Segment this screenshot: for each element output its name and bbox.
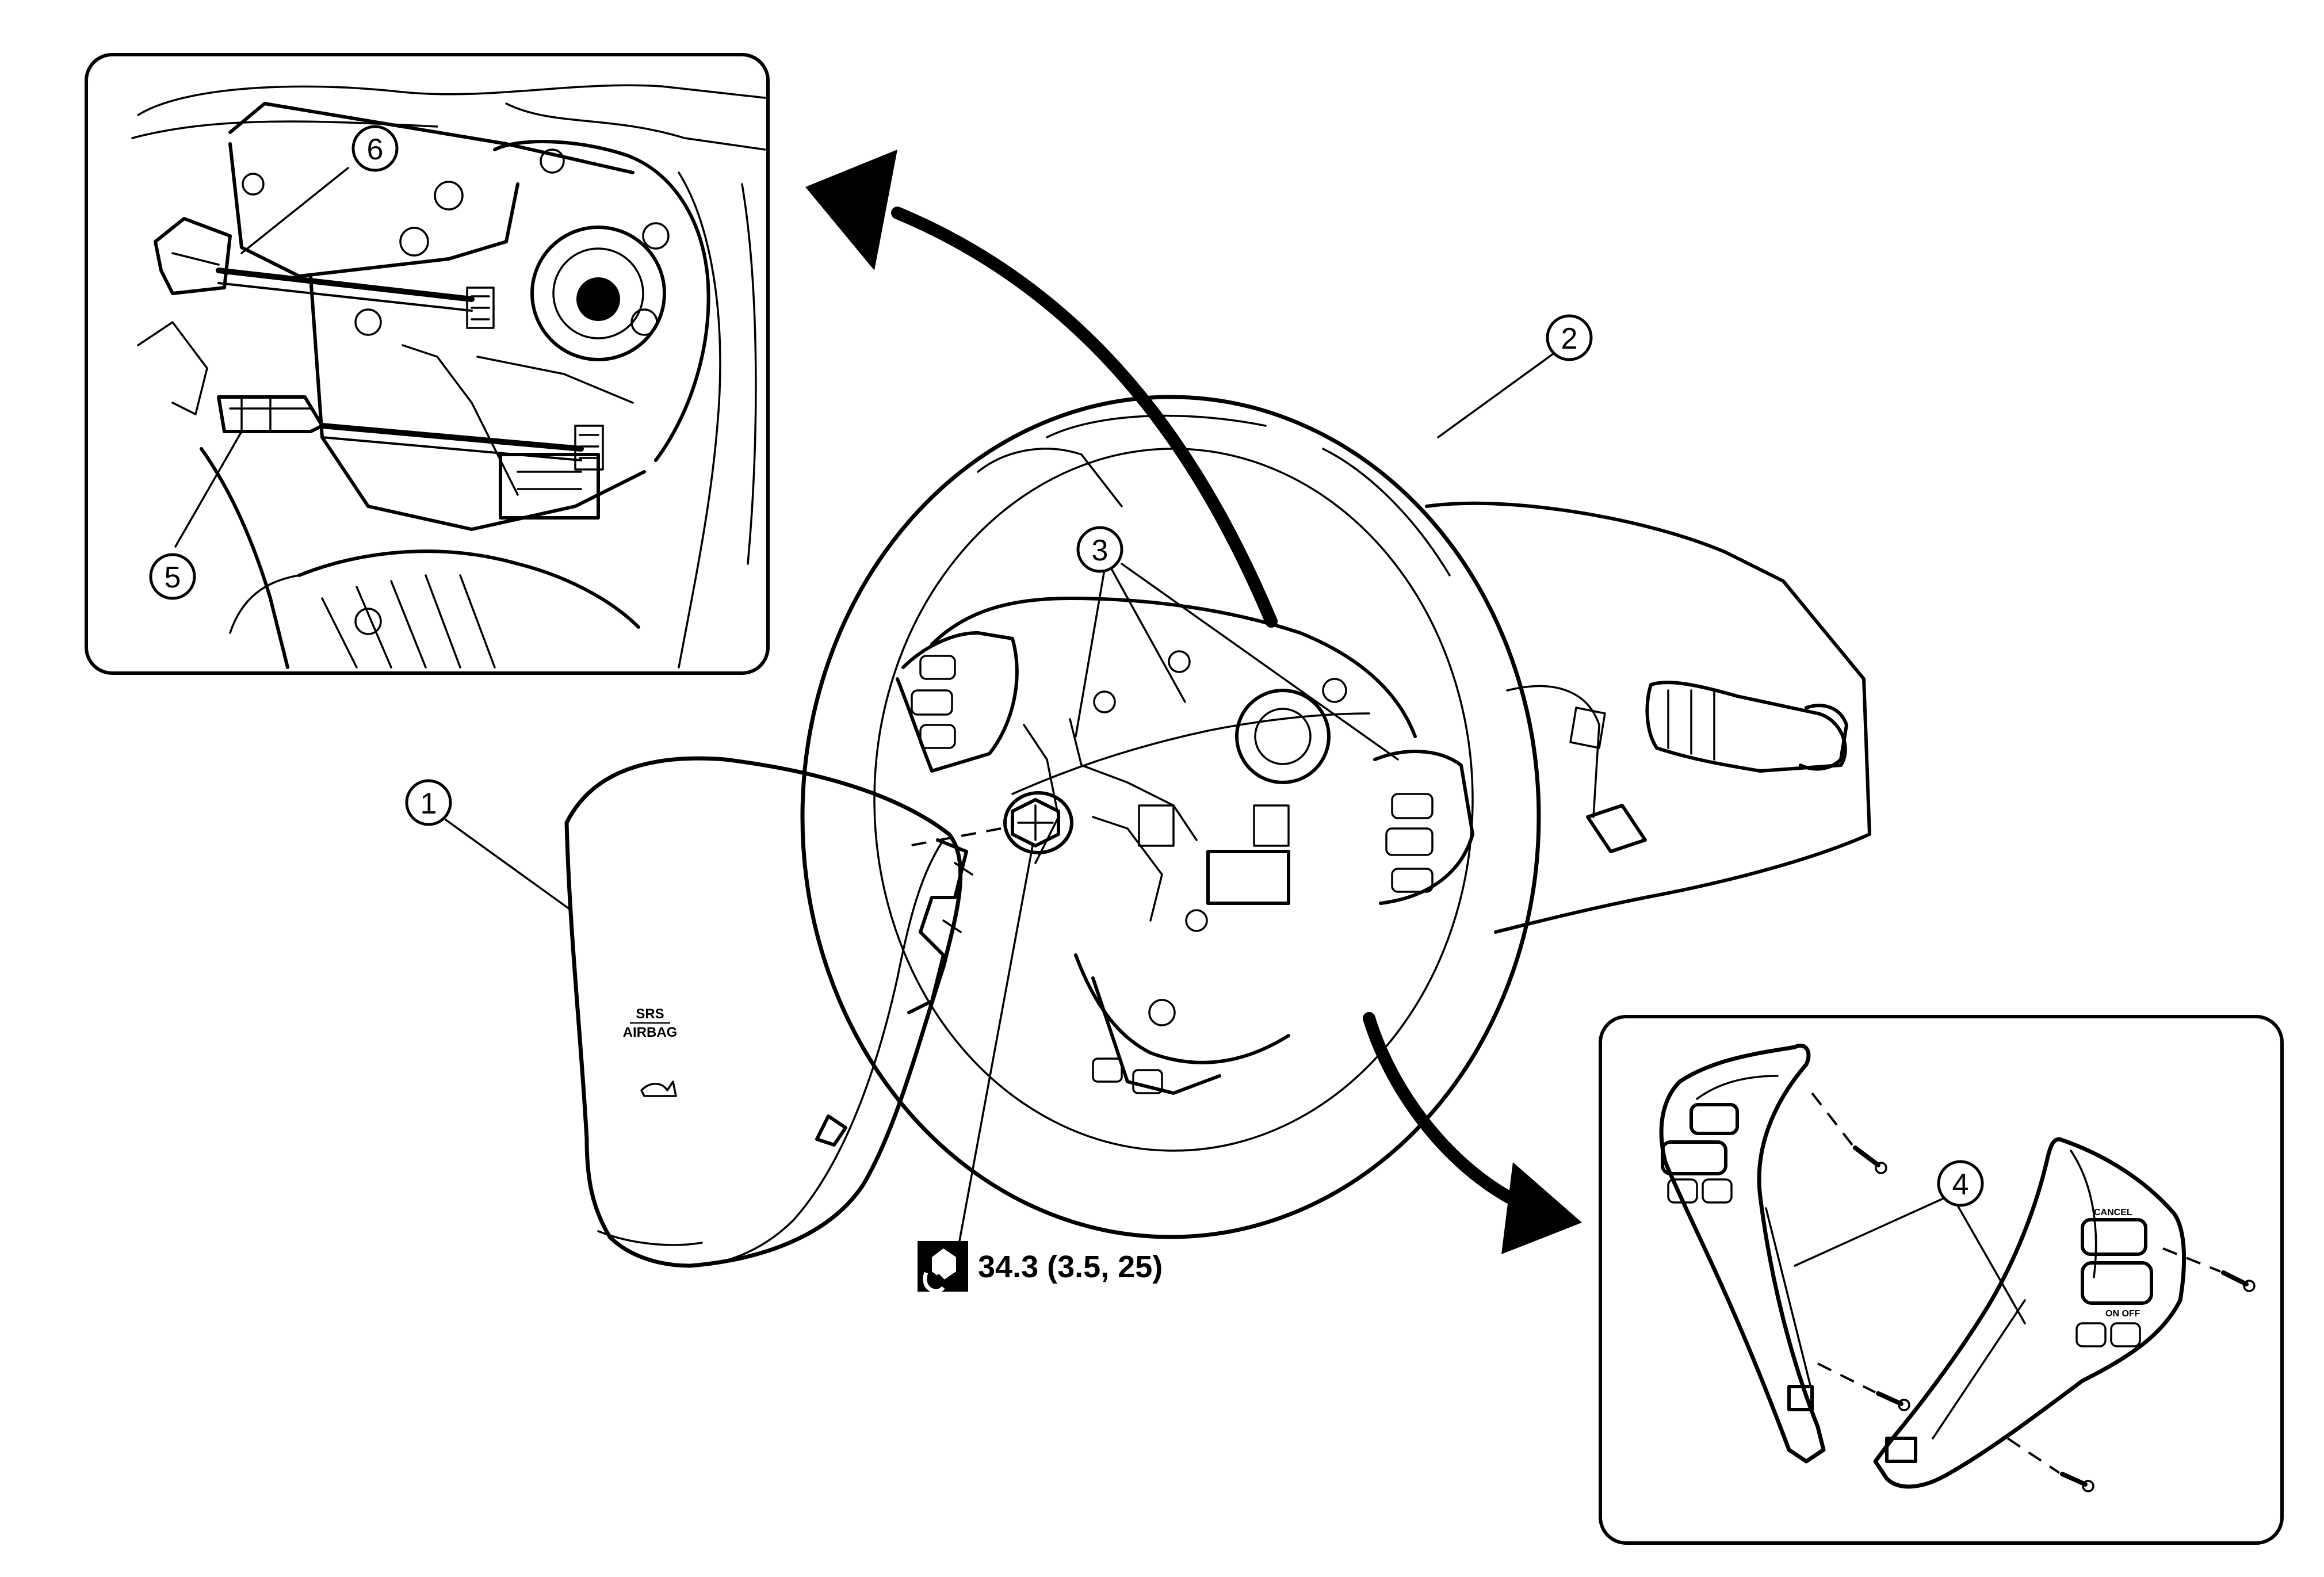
steering-wheel-lock-bolt — [908, 791, 1073, 854]
svg-text:5: 5 — [165, 561, 181, 594]
callout-leaders — [445, 353, 1554, 1267]
onoff-button-label: ON OFF — [2105, 1309, 2140, 1319]
detail-inset-connectors — [85, 53, 770, 675]
detail-inset-steering-switches: CANCEL ON OFF — [1599, 1015, 2284, 1545]
svg-text:4: 4 — [1952, 1168, 1969, 1201]
arrow-to-switch-inset — [1363, 1012, 1582, 1254]
steering-wheel — [800, 395, 1541, 1239]
airbag-label-srs: SRS — [636, 1006, 664, 1022]
callout-5: 5 — [149, 553, 196, 600]
airbag-label-airbag: AIRBAG — [623, 1025, 678, 1040]
callout-2: 2 — [1546, 314, 1593, 361]
callout-6: 6 — [351, 125, 399, 172]
cancel-button-label: CANCEL — [2094, 1208, 2132, 1217]
svg-text:3: 3 — [1092, 534, 1109, 567]
torque-wrench-icon — [918, 1241, 968, 1293]
torque-value: 34.3 (3.5, 25) — [978, 1250, 1163, 1284]
callout-4: 4 — [1937, 1160, 1984, 1207]
callout-1: 1 — [405, 779, 452, 826]
arrow-to-connector-inset — [805, 150, 1278, 628]
driver-airbag-module: SRS AIRBAG — [564, 756, 973, 1268]
svg-text:6: 6 — [367, 133, 384, 166]
svg-text:1: 1 — [421, 787, 437, 820]
torque-spec: 34.3 (3.5, 25) — [918, 1241, 1163, 1293]
horn-icon — [640, 1080, 677, 1097]
steering-column-shroud — [1425, 501, 1871, 934]
callout-3: 3 — [1076, 526, 1123, 573]
svg-text:2: 2 — [1561, 322, 1578, 356]
